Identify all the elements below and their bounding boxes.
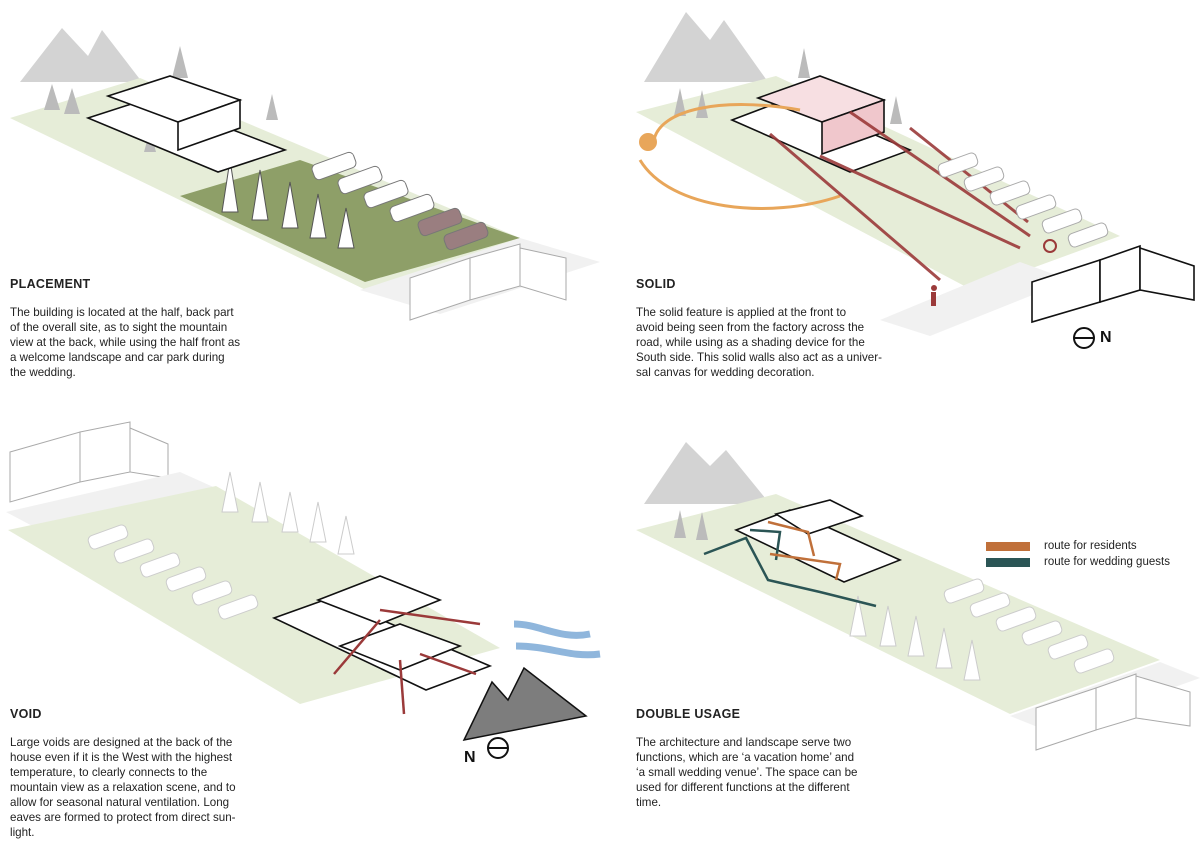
grey-trees (674, 48, 902, 124)
north-label: N (1100, 329, 1112, 346)
legend-label-guests: route for wedding guests (1044, 556, 1170, 568)
residents-swatch (986, 541, 1030, 551)
building-solid (729, 75, 913, 173)
text-line: avoid being seen from the factory across… (636, 321, 865, 334)
double-usage-diagram (636, 442, 1200, 751)
car-group (943, 578, 1115, 674)
site-ground-dark (180, 160, 520, 282)
solid-description: The solid feature is applied at the fron… (636, 305, 896, 380)
sun-icon (639, 133, 657, 151)
view-arrows (333, 608, 481, 715)
panel-placement: PLACEMENT The building is located at the… (0, 0, 600, 420)
text-line: The building is located at the half, bac… (10, 306, 234, 319)
void-description: Large voids are designed at the back of … (10, 735, 270, 840)
factory-block (9, 421, 169, 503)
factory-block (1031, 244, 1195, 324)
double-usage-description: The architecture and landscape serve two… (636, 735, 896, 810)
text-line: mountain view as a relaxation scene, and… (10, 781, 236, 794)
text-line: South side. This solid walls also act as… (636, 351, 882, 364)
tree-group (221, 471, 355, 555)
pedestrian-icon (931, 285, 937, 306)
placement-description: The building is located at the half, bac… (10, 305, 272, 380)
mountain-shape (644, 12, 768, 82)
mountain-shape (644, 442, 770, 504)
road (6, 472, 220, 530)
legend-item-residents: route for residents (986, 538, 1170, 554)
factory-block (1035, 673, 1191, 751)
car-group (87, 524, 259, 620)
text-line: light. (10, 826, 35, 839)
car-group (311, 151, 489, 251)
mountain-shape (462, 666, 588, 742)
north-compass-icon (487, 737, 509, 759)
text-line: The solid feature is applied at the fron… (636, 306, 847, 319)
north-compass-icon (1073, 327, 1095, 349)
road (880, 262, 1070, 336)
text-line: allow for seasonal natural ventilation. … (10, 796, 230, 809)
text-line: a welcome landscape and car park during (10, 351, 225, 364)
placement-diagram (10, 28, 600, 321)
text-line: ‘a small wedding venue’. The space can b… (636, 766, 858, 779)
building-double (733, 499, 903, 583)
wind-arrows (513, 620, 601, 659)
text-line: Large voids are designed at the back of … (10, 736, 233, 749)
route-legend: route for residents route for wedding gu… (986, 538, 1170, 570)
text-line: sal canvas for wedding decoration. (636, 366, 815, 379)
solid-diagram: N (636, 12, 1195, 349)
route-residents-path (767, 520, 842, 581)
tree-group (221, 159, 355, 249)
void-diagram: N (6, 421, 601, 766)
text-line: used for different functions at the diff… (636, 781, 850, 794)
text-line: road, while using as a shading device fo… (636, 336, 865, 349)
legend-label-residents: route for residents (1044, 540, 1137, 552)
panel-double-usage: DOUBLE USAGE The architecture and landsc… (600, 420, 1200, 849)
guests-swatch (986, 557, 1030, 567)
sun-path (638, 103, 841, 210)
double-usage-heading: DOUBLE USAGE (636, 707, 741, 721)
text-line: of the overall site, as to sight the mou… (10, 321, 228, 334)
north-label: N (464, 749, 476, 766)
text-line: time. (636, 796, 662, 809)
text-line: temperature, to clearly connects to the (10, 766, 208, 779)
text-line: functions, which are ‘a vacation home’ a… (636, 751, 855, 764)
text-line: eaves are formed to protect from direct … (10, 811, 236, 824)
panel-void: N VOID Large voids are designed at the b… (0, 420, 601, 849)
factory-block (409, 243, 567, 321)
text-line: The architecture and landscape serve two (636, 736, 852, 749)
text-line: the wedding. (10, 366, 76, 379)
building-outline (85, 75, 288, 173)
grey-trees (674, 510, 708, 540)
mountain-shape (20, 28, 142, 82)
text-line: view at the back, while using the half f… (10, 336, 241, 349)
text-line: house even if it is the West with the hi… (10, 751, 233, 764)
placement-heading: PLACEMENT (10, 277, 91, 291)
panel-solid: N SOLID The solid feature is applied at … (600, 0, 1200, 420)
solid-heading: SOLID (636, 277, 676, 291)
void-heading: VOID (10, 707, 42, 721)
building-void (271, 575, 493, 691)
route-guests-path (703, 528, 877, 608)
car-group (937, 152, 1109, 248)
eye-icon (1043, 239, 1057, 253)
legend-item-guests: route for wedding guests (986, 554, 1170, 570)
site-ground-light (636, 494, 1160, 714)
tree-group (849, 595, 981, 681)
